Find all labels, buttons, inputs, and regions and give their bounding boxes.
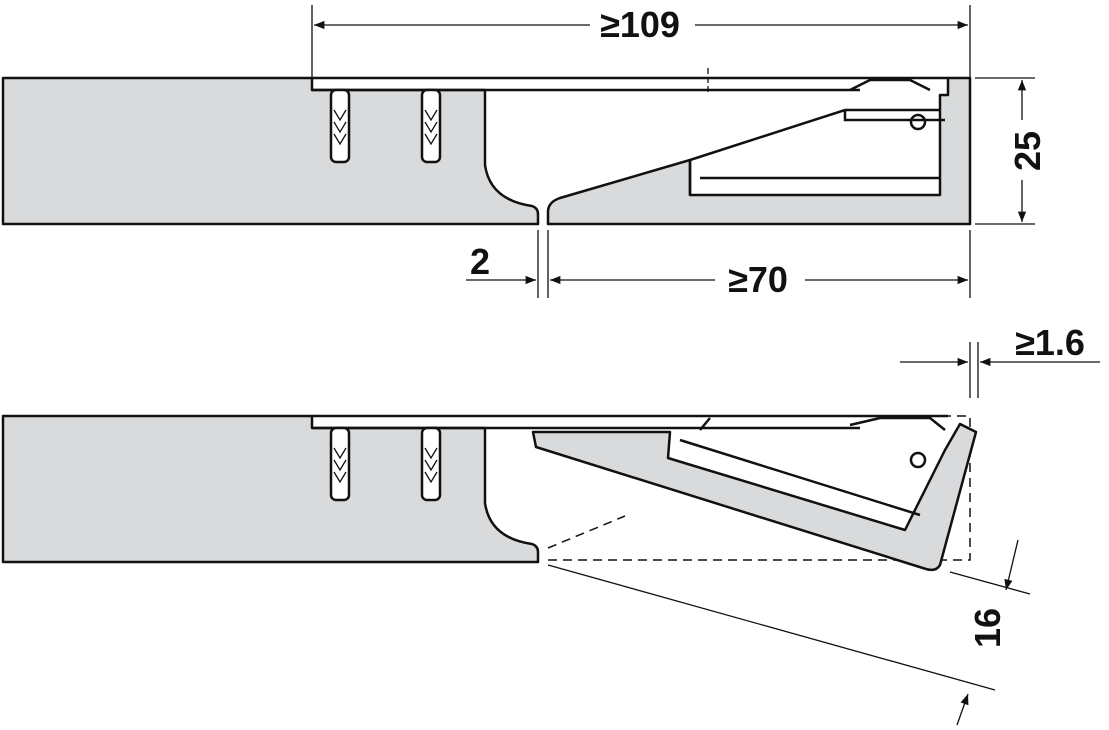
dim-thickness: 25 xyxy=(1007,131,1048,171)
flap-panel-closed xyxy=(546,76,972,226)
flap-panel-open xyxy=(531,422,978,572)
open-state-view xyxy=(1,414,978,572)
dowel-icon xyxy=(329,426,351,502)
dim-flap-width: ≥70 xyxy=(728,259,788,300)
dimension-lines xyxy=(311,5,1100,726)
cabinet-panel-closed xyxy=(1,76,540,226)
closed-state-view xyxy=(1,68,972,226)
hinge-pivot-icon xyxy=(909,451,927,469)
dowel-icon xyxy=(420,88,442,164)
hinge-pivot-icon xyxy=(909,113,927,131)
cabinet-panel-open xyxy=(1,414,540,564)
dim-overall-width: ≥109 xyxy=(600,4,680,45)
dim-flap-offset: 16 xyxy=(967,608,1008,648)
dim-clearance: ≥1.6 xyxy=(1015,322,1085,363)
dowel-icon xyxy=(420,426,442,502)
dim-gap: 2 xyxy=(470,241,490,282)
dowel-icon xyxy=(329,88,351,164)
